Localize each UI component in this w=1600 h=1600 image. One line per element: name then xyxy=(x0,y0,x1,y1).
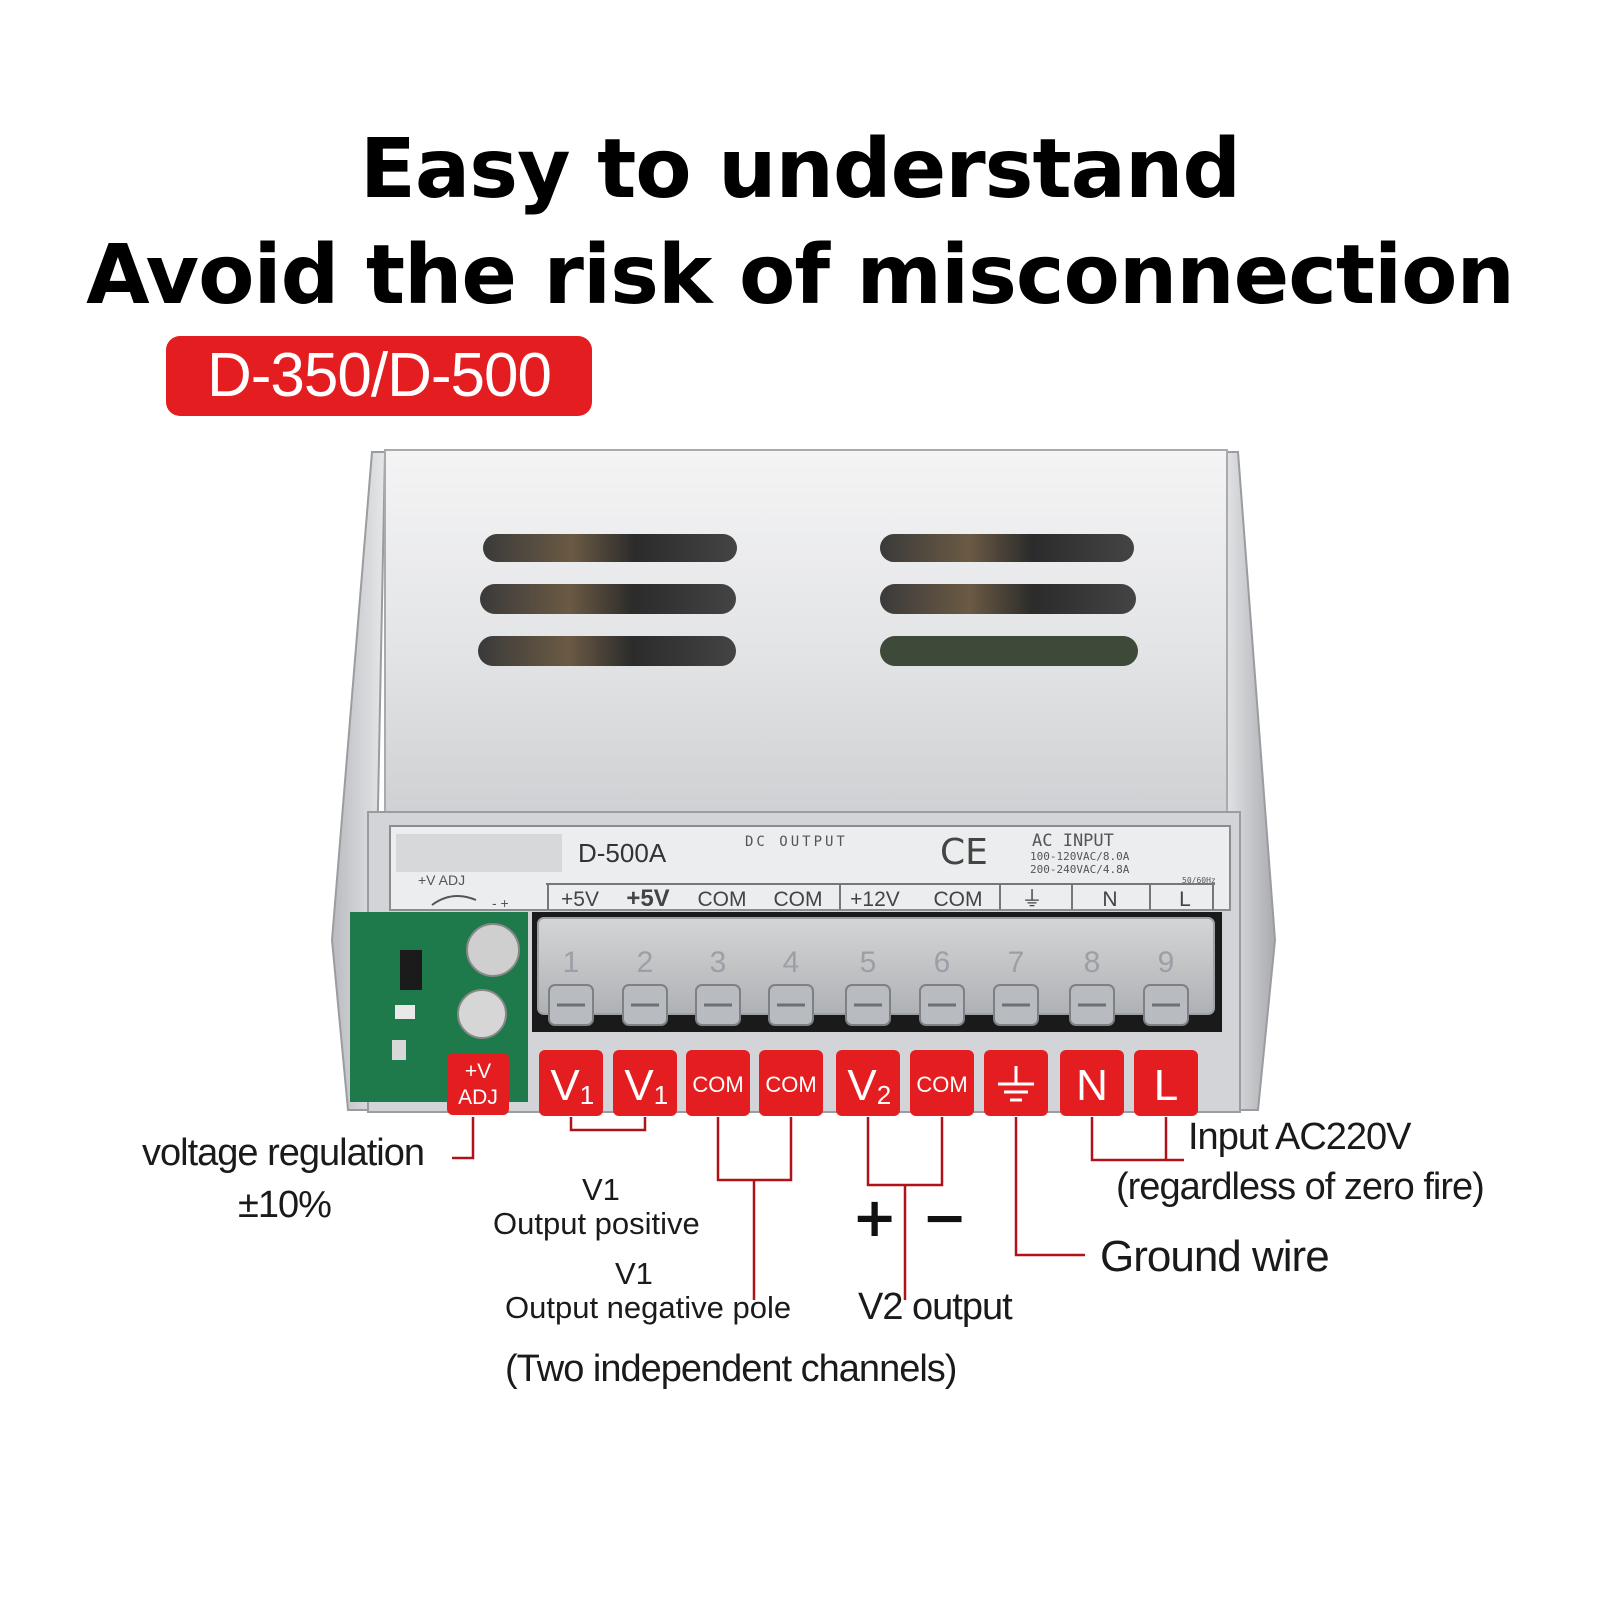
dc-output-text: DC OUTPUT xyxy=(745,834,848,850)
tag-terminal-8-text: N xyxy=(1076,1061,1108,1110)
tag-terminal-9-text: L xyxy=(1154,1061,1178,1110)
tag-terminal-9 xyxy=(1134,1050,1198,1116)
tag-adj-line-1: +V xyxy=(465,1060,491,1083)
minus-sign: − xyxy=(922,1186,968,1249)
v1-positive-desc: Output positive xyxy=(493,1206,700,1241)
terminal-number-8: 8 xyxy=(1084,946,1101,979)
headline-line-2: Avoid the risk of misconnection xyxy=(86,228,1515,323)
zero-fire-label: (regardless of zero fire) xyxy=(1116,1166,1485,1208)
terminal-block: 1 2 3 4 5 6 7 8 9 xyxy=(532,912,1222,1032)
terminal-number-9: 9 xyxy=(1158,946,1175,979)
strip-label-8: N xyxy=(1102,888,1117,911)
v1-negative-desc: Output negative pole xyxy=(505,1290,792,1325)
leader-lines xyxy=(452,1117,1184,1300)
tag-terminal-6-text: COM xyxy=(916,1072,967,1097)
tag-terminal-5-text: V xyxy=(847,1061,877,1110)
ac-input-leader xyxy=(1090,1117,1184,1162)
strip-label-4: COM xyxy=(774,888,823,911)
terminal-strip-labels: +5V +5V COM COM +12V COM ⏚ N L xyxy=(547,884,1214,912)
vent-slots xyxy=(478,534,1138,666)
voltage-regulation-label: voltage regulation xyxy=(142,1132,425,1174)
headline-line-1: Easy to understand xyxy=(359,122,1241,217)
tag-terminal-1-text: V xyxy=(550,1061,580,1110)
strip-label-3: COM xyxy=(698,888,747,911)
adj-print-text: +V ADJ xyxy=(418,872,465,888)
terminal-number-5: 5 xyxy=(860,946,877,979)
v2-leader xyxy=(866,1117,944,1300)
tag-terminal-5-subscript: 2 xyxy=(877,1080,891,1110)
plus-sign: + xyxy=(852,1186,898,1249)
adj-leader xyxy=(452,1117,475,1160)
tag-terminal-4 xyxy=(759,1050,823,1116)
two-channels-label: (Two independent channels) xyxy=(505,1348,957,1390)
ground-icon xyxy=(998,1066,1034,1102)
v2-output-label: V2 output xyxy=(858,1286,1013,1328)
terminal-number-4: 4 xyxy=(783,946,800,979)
terminal-number-3: 3 xyxy=(710,946,727,979)
v1-negative-leader xyxy=(716,1117,793,1300)
v1-positive-leader xyxy=(569,1117,647,1132)
tag-terminal-1-subscript: 1 xyxy=(580,1080,594,1110)
tag-terminal-4-text: COM xyxy=(765,1072,816,1097)
ground-leader xyxy=(1014,1117,1085,1257)
strip-label-6: COM xyxy=(934,888,983,911)
terminal-number-6: 6 xyxy=(934,946,951,979)
adj-marks-text: - + xyxy=(492,895,509,911)
strip-label-5: +12V xyxy=(850,888,900,911)
tag-terminal-6 xyxy=(910,1050,974,1116)
device-label-panel: D-500A DC OUTPUT CE AC INPUT 100-120VAC/… xyxy=(389,825,1231,912)
ac-frequency-text: 50/60Hz xyxy=(1182,876,1216,885)
tag-terminal-2-subscript: 1 xyxy=(654,1080,668,1110)
voltage-range-label: ±10% xyxy=(238,1184,332,1226)
ac-input-text: AC INPUT xyxy=(1032,831,1114,851)
strip-label-7: ⏚ xyxy=(1022,888,1043,911)
tag-terminal-8 xyxy=(1060,1050,1124,1116)
ce-mark: CE xyxy=(940,832,988,873)
tag-terminal-1 xyxy=(539,1050,603,1116)
device-model-text: D-500A xyxy=(578,838,667,868)
model-badge: D-350/D-500 xyxy=(166,336,592,416)
terminal-screws: 1 2 3 4 5 6 7 8 9 xyxy=(548,946,1189,1026)
terminal-number-1: 1 xyxy=(563,946,580,979)
ground-wire-label: Ground wire xyxy=(1100,1232,1330,1281)
v1-negative-title: V1 xyxy=(615,1256,653,1291)
terminal-number-7: 7 xyxy=(1008,946,1025,979)
strip-label-9: L xyxy=(1179,888,1191,911)
tag-terminal-5 xyxy=(836,1050,900,1116)
ac-range-2-text: 200-240VAC/4.8A xyxy=(1030,863,1130,876)
tag-terminal-3 xyxy=(686,1050,750,1116)
tag-adj xyxy=(447,1053,509,1115)
tag-terminal-2-text: V xyxy=(624,1061,654,1110)
v1-positive-title: V1 xyxy=(582,1172,620,1207)
adjust-potentiometer xyxy=(466,923,520,977)
ac-range-1-text: 100-120VAC/8.0A xyxy=(1030,850,1130,863)
tag-adj-line-2: ADJ xyxy=(458,1086,498,1109)
strip-label-2: +5V xyxy=(626,885,669,912)
strip-label-1: +5V xyxy=(561,888,599,911)
tag-terminal-2 xyxy=(613,1050,677,1116)
tag-terminal-3-text: COM xyxy=(692,1072,743,1097)
input-ac-label: Input AC220V xyxy=(1188,1116,1412,1158)
adj-arrow-icon xyxy=(431,895,477,906)
terminal-number-2: 2 xyxy=(637,946,654,979)
